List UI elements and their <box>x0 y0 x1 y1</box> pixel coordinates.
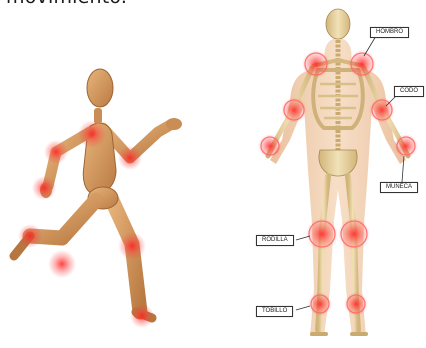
label-elbow: CODO <box>394 86 424 97</box>
label-wrist: MUÑECA <box>380 182 418 193</box>
label-knee: RODILLA <box>256 235 294 246</box>
wooden-mannequin <box>14 69 182 328</box>
skeleton-figure <box>258 9 418 336</box>
label-shoulder: HOMBRO <box>370 27 409 38</box>
label-ankle: TOBILLO <box>256 306 293 317</box>
